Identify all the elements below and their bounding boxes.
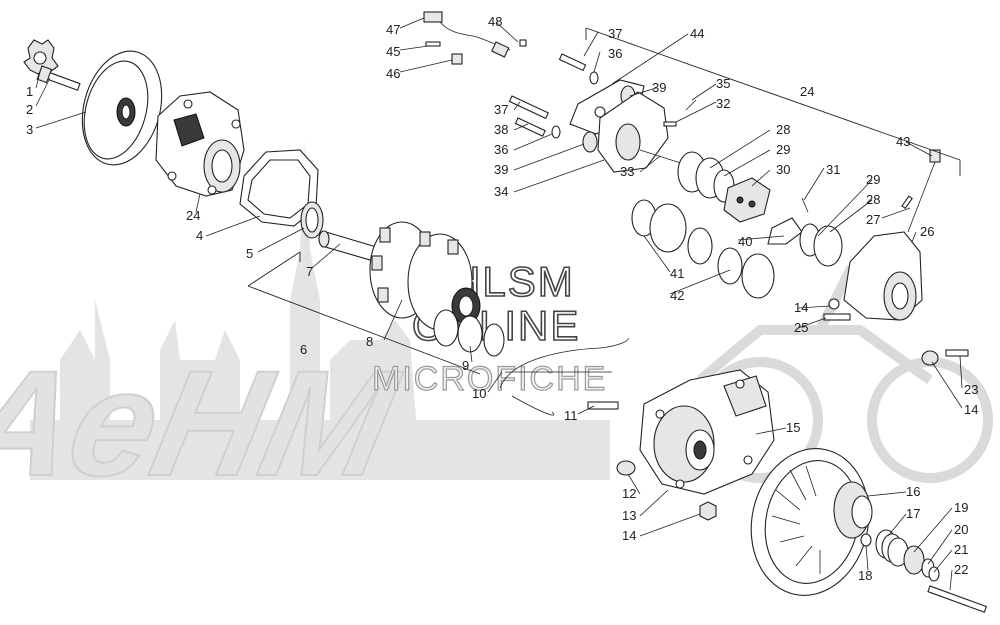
bolt-37-left-part	[508, 95, 549, 120]
brake-pad-part	[723, 177, 771, 223]
callout-14a: 14	[794, 300, 808, 315]
callout-19: 19	[954, 500, 968, 515]
callout-41: 41	[670, 266, 684, 281]
callout-4: 4	[196, 228, 203, 243]
callout-2: 2	[26, 102, 33, 117]
callout-45: 45	[386, 44, 400, 59]
driven-pulley-group	[750, 448, 988, 613]
callout-23: 23	[964, 382, 978, 397]
callout-26: 26	[920, 224, 934, 239]
spring-part	[875, 529, 909, 567]
callout-9: 9	[462, 358, 469, 373]
callout-43: 43	[896, 134, 910, 149]
brake-assembly-group	[423, 11, 969, 366]
callouts: 1 2 3 24 4 5 7 6 8 9 10 11 47 45 46 48 3…	[26, 14, 978, 583]
callout-29a: 29	[776, 142, 790, 157]
callout-37a: 37	[608, 26, 622, 41]
callout-22: 22	[954, 562, 968, 577]
callout-18: 18	[858, 568, 872, 583]
callout-8: 8	[366, 334, 373, 349]
callout-16: 16	[906, 484, 920, 499]
callout-14b: 14	[964, 402, 978, 417]
screw-45-part	[425, 41, 441, 47]
callout-17: 17	[906, 506, 920, 521]
callout-25: 25	[794, 320, 808, 335]
callout-29b: 29	[866, 172, 880, 187]
callout-12: 12	[622, 486, 636, 501]
callout-33: 33	[620, 164, 634, 179]
leader-lines	[35, 17, 963, 591]
brand-watermark-line3: MICROFICHE	[372, 360, 607, 398]
callout-28a: 28	[776, 122, 790, 137]
callout-32: 32	[716, 96, 730, 111]
logo-watermark-text: AeHM	[0, 341, 411, 508]
callout-20: 20	[954, 522, 968, 537]
pin-48-part	[519, 39, 527, 47]
sensor-plug-part	[423, 11, 443, 23]
sprocket-part	[369, 221, 481, 331]
callout-40: 40	[738, 234, 752, 249]
callout-38: 38	[494, 122, 508, 137]
callout-48: 48	[488, 14, 502, 29]
callout-14c: 14	[622, 528, 636, 543]
callout-30: 30	[776, 162, 790, 177]
callout-3: 3	[26, 122, 33, 137]
callout-28b: 28	[866, 192, 880, 207]
bearing-ring-part	[433, 309, 505, 357]
callout-37b: 37	[494, 102, 508, 117]
callout-6: 6	[300, 342, 307, 357]
callout-39b: 39	[494, 162, 508, 177]
callout-36a: 36	[608, 46, 622, 61]
assembly-brackets	[247, 27, 961, 375]
drive-pulley-group	[23, 39, 629, 416]
callout-10: 10	[472, 386, 486, 401]
callout-27: 27	[866, 212, 880, 227]
callout-21: 21	[954, 542, 968, 557]
callout-39a: 39	[652, 80, 666, 95]
bolt-38-part	[514, 117, 546, 137]
callout-24b: 24	[800, 84, 814, 99]
callout-31: 31	[826, 162, 840, 177]
harness-wire-part	[499, 337, 629, 416]
bolt-11-part	[587, 401, 619, 410]
callout-24a: 24	[186, 208, 200, 223]
bolt-part	[36, 65, 81, 91]
callout-11: 11	[564, 408, 578, 423]
callout-44: 44	[690, 26, 704, 41]
callout-34: 34	[494, 184, 508, 199]
callout-5: 5	[246, 246, 253, 261]
callout-15: 15	[786, 420, 800, 435]
skyline-watermark	[30, 140, 610, 480]
callout-7: 7	[306, 264, 313, 279]
callout-36b: 36	[494, 142, 508, 157]
callout-1: 1	[26, 84, 33, 99]
chaincase-group	[616, 369, 775, 521]
callout-47: 47	[386, 22, 400, 37]
housing-left-part	[155, 91, 245, 197]
clip-46-part	[451, 53, 463, 65]
callout-46: 46	[386, 66, 400, 81]
callout-42: 42	[670, 288, 684, 303]
callout-35: 35	[716, 76, 730, 91]
bolt-37-top-part	[558, 53, 587, 72]
callout-13: 13	[622, 508, 636, 523]
